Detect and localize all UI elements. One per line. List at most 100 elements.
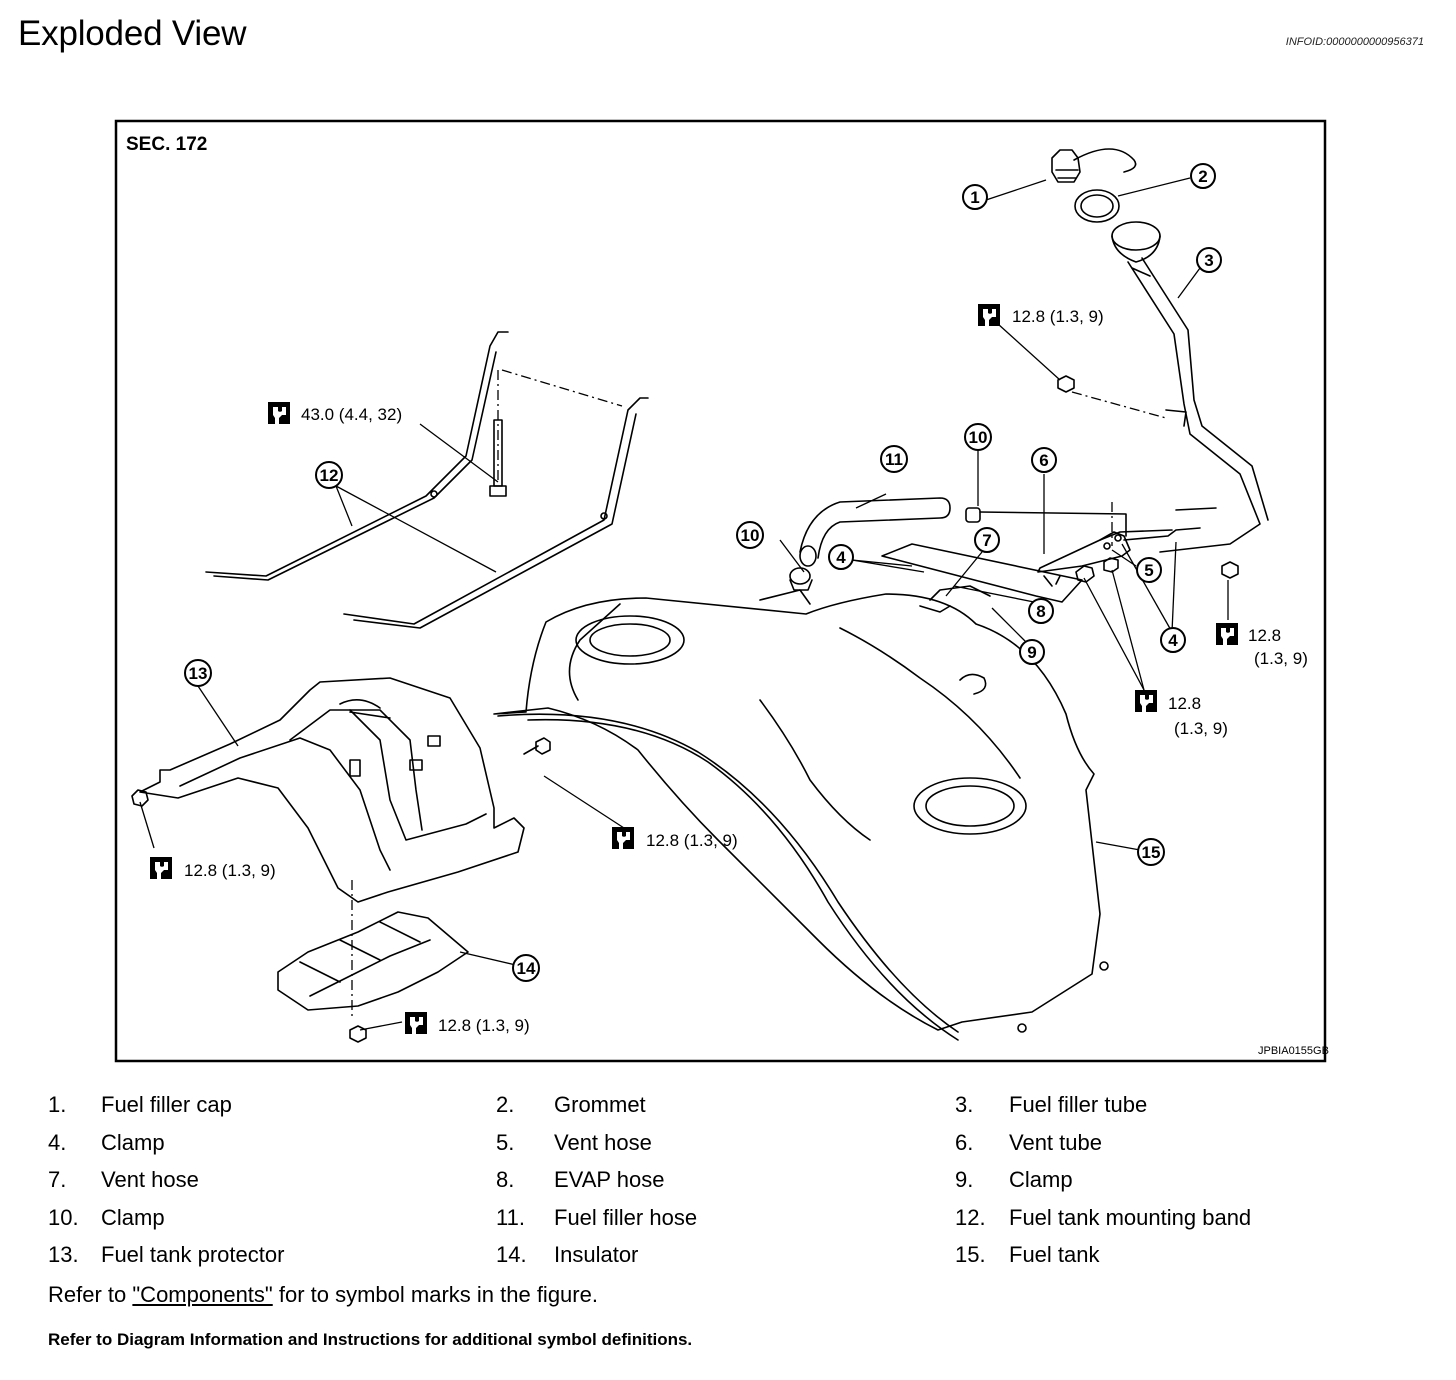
legend-label: Fuel tank protector xyxy=(101,1242,285,1267)
svg-text:13: 13 xyxy=(189,664,208,683)
bolt xyxy=(489,419,507,497)
fuel-tank-protector xyxy=(139,677,525,903)
legend-label: Fuel filler hose xyxy=(554,1204,698,1230)
refer-suffix: for to symbol marks in the figure. xyxy=(272,1282,598,1307)
legend-number: 4. xyxy=(48,1129,67,1155)
torque-spec-top: 12.8 (1.3, 9) xyxy=(978,304,1104,326)
components-link[interactable]: "Components" xyxy=(132,1282,273,1307)
vent-hose-right xyxy=(1123,527,1201,541)
callouts: 1 2 3 4 4 5 6 7 8 9 10 10 11 12 13 14 15 xyxy=(184,163,1222,982)
torque-spec-43: 43.0 (4.4, 32) xyxy=(268,402,402,424)
torque-wrench-icon xyxy=(268,402,290,424)
torque-spec-bottom: 12.8 (1.3, 9) xyxy=(405,1012,530,1035)
svg-text:14: 14 xyxy=(517,959,536,978)
refer-prefix: Refer to xyxy=(48,1282,133,1307)
svg-text:3: 3 xyxy=(1204,251,1213,270)
figure-code: JPBIA0155GB xyxy=(1258,1045,1329,1057)
torque-spec-left: 12.8 (1.3, 9) xyxy=(150,857,276,880)
legend-number: 6. xyxy=(955,1129,974,1155)
clamp-right xyxy=(965,507,981,523)
svg-text:5: 5 xyxy=(1144,561,1153,580)
legend-number: 14. xyxy=(496,1242,527,1267)
torque-wrench-icon xyxy=(150,857,172,879)
legend-label: Grommet xyxy=(554,1092,646,1117)
legend-number: 12. xyxy=(955,1204,986,1230)
svg-text:(1.3, 9): (1.3, 9) xyxy=(1174,719,1228,738)
torque-spec-right-b: 12.8 (1.3, 9) xyxy=(1135,690,1228,738)
svg-text:12: 12 xyxy=(320,466,339,485)
svg-text:12.8 (1.3, 9): 12.8 (1.3, 9) xyxy=(646,831,738,850)
grommet xyxy=(1074,189,1120,223)
svg-text:12.8: 12.8 xyxy=(1248,626,1281,645)
svg-text:12.8 (1.3, 9): 12.8 (1.3, 9) xyxy=(1012,307,1104,326)
legend-label: Fuel filler cap xyxy=(101,1092,232,1117)
fuel-filler-cap xyxy=(1051,148,1137,183)
svg-text:7: 7 xyxy=(982,531,991,550)
callout-8: 8 xyxy=(1028,598,1054,624)
callout-14: 14 xyxy=(512,954,540,982)
legend-label: Vent hose xyxy=(554,1129,652,1155)
svg-text:8: 8 xyxy=(1036,602,1045,621)
svg-text:2: 2 xyxy=(1198,167,1207,186)
callout-4b: 4 xyxy=(1160,627,1186,653)
torque-wrench-icon xyxy=(978,304,1000,326)
callout-15: 15 xyxy=(1137,838,1165,866)
svg-text:10: 10 xyxy=(969,428,988,447)
callout-9: 9 xyxy=(1019,639,1045,665)
callout-12: 12 xyxy=(315,461,343,489)
legend-number: 15. xyxy=(955,1242,986,1267)
svg-text:11: 11 xyxy=(885,450,903,469)
page-title: Exploded View xyxy=(18,14,247,53)
torque-wrench-icon xyxy=(612,827,634,849)
svg-text:15: 15 xyxy=(1142,843,1161,862)
callout-10a: 10 xyxy=(736,521,764,549)
legend-number: 13. xyxy=(48,1242,79,1267)
section-label: SEC. 172 xyxy=(126,134,207,155)
legend-label: Fuel tank mounting band xyxy=(1009,1204,1252,1230)
legend-number: 9. xyxy=(955,1167,974,1192)
nut-bottom xyxy=(349,1025,367,1043)
figure-frame xyxy=(114,119,1327,1063)
svg-text:6: 6 xyxy=(1039,451,1048,470)
evap-hose xyxy=(881,543,1083,613)
svg-text:(1.3, 9): (1.3, 9) xyxy=(1254,649,1308,668)
exploded-view-figure: SEC. 172 JPBIA0155GB xyxy=(114,119,1329,1063)
nut xyxy=(1075,557,1239,583)
info-id: INFOID:0000000000956371 xyxy=(1285,36,1424,48)
callout-7: 7 xyxy=(974,527,1000,553)
legend-label: Insulator xyxy=(554,1242,639,1267)
svg-text:12.8 (1.3, 9): 12.8 (1.3, 9) xyxy=(438,1016,530,1035)
callout-10b: 10 xyxy=(964,423,992,451)
callout-11: 11 xyxy=(880,445,908,473)
legend-number: 5. xyxy=(496,1129,515,1155)
fuel-filler-tube xyxy=(1111,221,1269,553)
svg-text:10: 10 xyxy=(741,526,760,545)
torque-wrench-icon xyxy=(1216,623,1238,645)
callout-2: 2 xyxy=(1190,163,1216,189)
fuel-tank-mounting-band xyxy=(205,331,649,629)
bolt-mid xyxy=(523,737,551,755)
legend-number: 10. xyxy=(48,1204,79,1230)
legend-label: Fuel filler tube xyxy=(1009,1092,1148,1117)
callout-1: 1 xyxy=(962,184,988,210)
vent-tube xyxy=(1037,529,1173,587)
legend-label: Vent hose xyxy=(101,1167,199,1192)
legend-label: Clamp xyxy=(101,1204,165,1230)
callout-4a: 4 xyxy=(828,544,854,570)
vent-hose-line xyxy=(979,511,1127,537)
legend-number: 1. xyxy=(48,1092,67,1117)
torque-spec-mid: 12.8 (1.3, 9) xyxy=(612,827,738,850)
legend-label: Fuel tank xyxy=(1009,1242,1100,1267)
svg-text:12.8: 12.8 xyxy=(1168,694,1201,713)
legend-number: 7. xyxy=(48,1167,67,1192)
insulator xyxy=(277,911,469,1011)
legend-number: 8. xyxy=(496,1167,515,1192)
torque-spec-right-a: 12.8 (1.3, 9) xyxy=(1216,623,1308,668)
torque-wrench-icon xyxy=(1135,690,1157,712)
svg-text:4: 4 xyxy=(1168,631,1178,650)
legend-label: Clamp xyxy=(1009,1167,1073,1192)
callout-5: 5 xyxy=(1136,557,1162,583)
clamp-left xyxy=(789,567,813,591)
svg-text:43.0 (4.4, 32): 43.0 (4.4, 32) xyxy=(301,405,402,424)
callout-13: 13 xyxy=(184,659,212,687)
